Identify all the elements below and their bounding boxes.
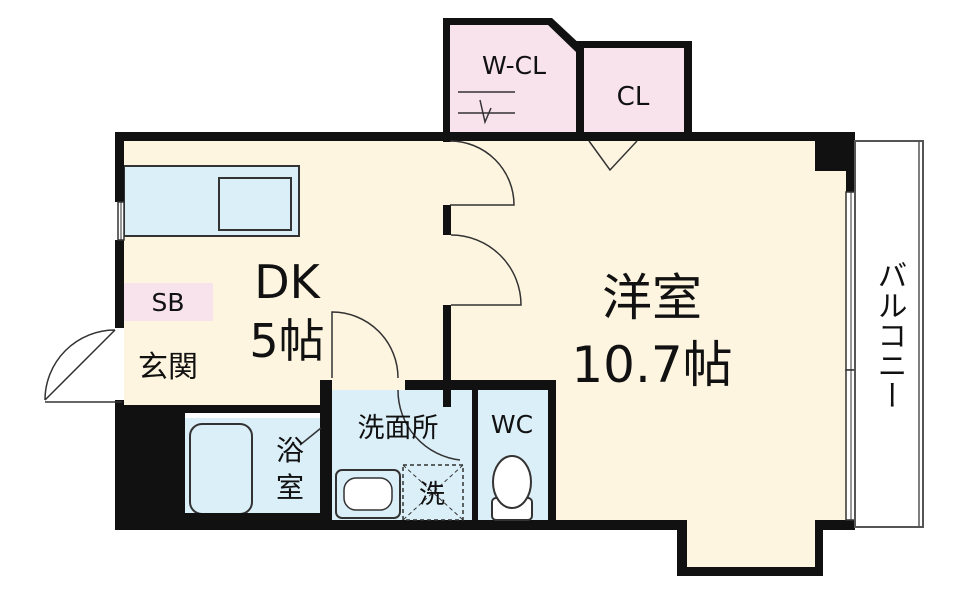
- dk-size: 5帖: [249, 314, 324, 368]
- western-room-size: 10.7帖: [571, 336, 732, 394]
- toilet-bowl: [492, 455, 532, 509]
- bay-floor: [677, 527, 815, 570]
- wc-door-swing: [397, 389, 461, 461]
- washroom-door-swing: [331, 311, 399, 379]
- entrance-door-swing: [44, 329, 116, 401]
- toilet-label: WC: [491, 410, 533, 439]
- closet-floor: [582, 48, 684, 141]
- shoe-box-label: SB: [151, 288, 184, 317]
- dk-label: DK: [254, 255, 321, 309]
- washer-space: [402, 464, 464, 521]
- walls: [115, 18, 855, 576]
- room-door-swing: [450, 234, 522, 306]
- closet-opening: [588, 140, 638, 172]
- balcony: [854, 140, 924, 528]
- bath-label-2: 室: [276, 471, 304, 504]
- balcony-label: バルコニー: [872, 260, 907, 410]
- walk-in-closet-floor: [450, 25, 576, 141]
- closet-shelf: [458, 91, 515, 125]
- bathtub: [189, 423, 253, 515]
- walk-in-closet-label: W-CL: [482, 51, 546, 80]
- shoe-box-floor: [124, 283, 213, 321]
- washer-label: 洗: [419, 480, 445, 510]
- wash-basin-bowl: [343, 477, 393, 511]
- closet-door-swing: [449, 140, 515, 206]
- kitchen-sink: [218, 177, 292, 231]
- washroom-label: 洗面所: [358, 413, 439, 444]
- entrance-label: 玄関: [138, 350, 198, 385]
- western-room-label: 洋室: [602, 269, 702, 327]
- bath-door: [299, 427, 322, 446]
- closet-label: CL: [617, 82, 650, 112]
- bath-label-1: 浴: [276, 434, 304, 467]
